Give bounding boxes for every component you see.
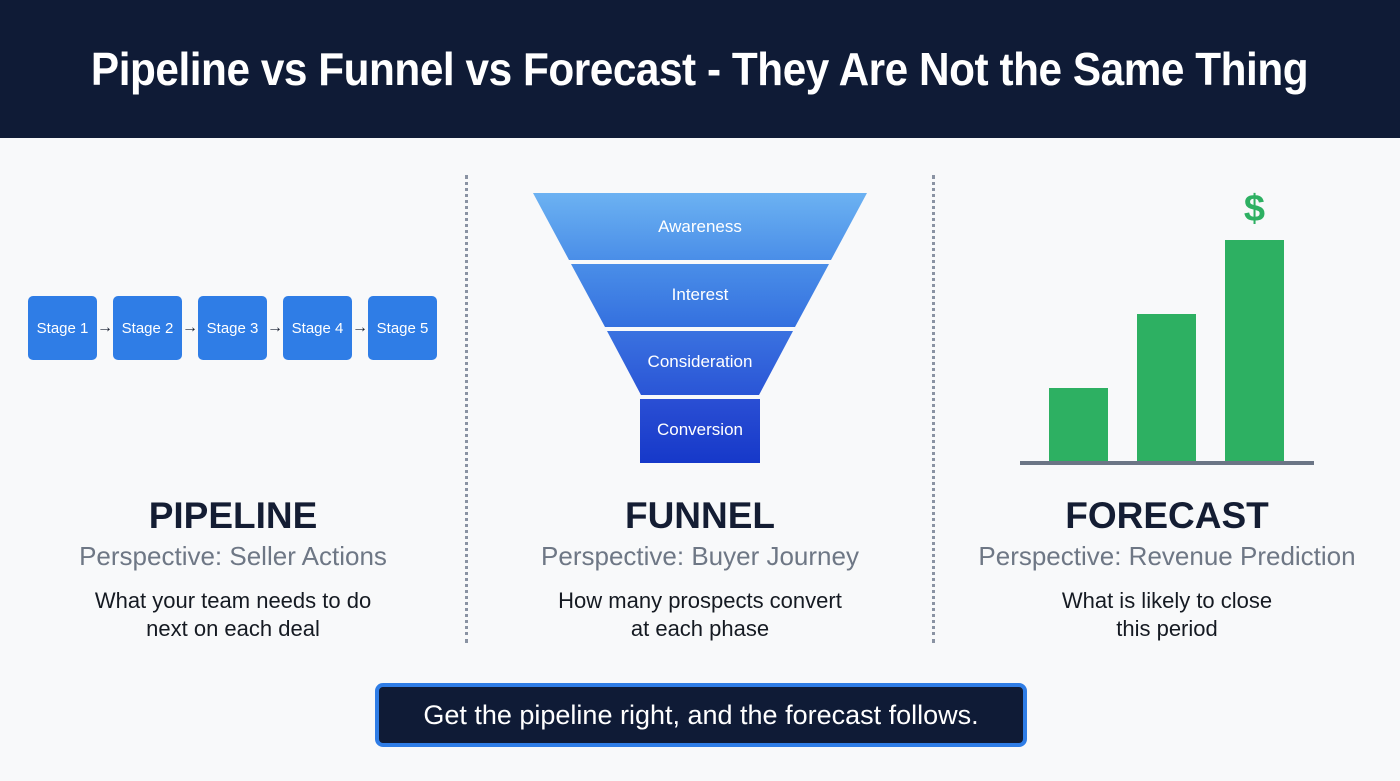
page-title: Pipeline vs Funnel vs Forecast - They Ar… <box>91 43 1309 95</box>
pipeline-column: PIPELINE Perspective: Seller Actions Wha… <box>0 495 466 643</box>
arrow-right-icon: → <box>352 319 368 336</box>
column-divider-left <box>465 175 468 643</box>
pipeline-stage-2: Stage 2 <box>113 296 182 360</box>
funnel-perspective: Perspective: Buyer Journey <box>541 541 859 571</box>
arrow-right-icon: → <box>267 319 283 336</box>
funnel-diagram: Awareness Interest Consideration Convers… <box>533 193 867 463</box>
funnel-shape-icon <box>533 193 867 463</box>
header-banner: Pipeline vs Funnel vs Forecast - They Ar… <box>0 0 1400 138</box>
forecast-bar-2 <box>1137 314 1196 461</box>
funnel-level-awareness: Awareness <box>658 217 742 236</box>
pipeline-stage-5: Stage 5 <box>368 296 437 360</box>
column-divider-right <box>932 175 935 643</box>
forecast-bar-3 <box>1225 240 1284 461</box>
pipeline-stage-4: Stage 4 <box>283 296 352 360</box>
arrow-right-icon: → <box>182 319 198 336</box>
forecast-title: FORECAST <box>1065 495 1269 536</box>
funnel-level-conversion: Conversion <box>657 420 743 439</box>
pipeline-stage-3: Stage 3 <box>198 296 267 360</box>
pipeline-perspective: Perspective: Seller Actions <box>79 541 387 571</box>
funnel-level-interest: Interest <box>671 285 729 304</box>
forecast-perspective: Perspective: Revenue Prediction <box>978 541 1356 571</box>
pipeline-stages: Stage 1 → Stage 2 → Stage 3 → Stage 4 → … <box>28 296 437 360</box>
funnel-title: FUNNEL <box>624 495 776 536</box>
pipeline-stage-1: Stage 1 <box>28 296 97 360</box>
forecast-column: FORECAST Perspective: Revenue Prediction… <box>934 495 1400 643</box>
callout-text: Get the pipeline right, and the forecast… <box>423 699 979 730</box>
forecast-bar-chart <box>1020 190 1314 465</box>
funnel-level-consideration: Consideration <box>647 352 753 371</box>
forecast-bar-1 <box>1049 388 1108 461</box>
funnel-description: How many prospects convert at each phase <box>558 588 842 641</box>
dollar-icon: $ <box>1243 188 1266 230</box>
forecast-description: What is likely to close this period <box>1061 588 1273 641</box>
callout-banner: Get the pipeline right, and the forecast… <box>375 683 1027 747</box>
pipeline-title: PIPELINE <box>148 495 318 536</box>
arrow-right-icon: → <box>97 319 113 336</box>
chart-baseline <box>1020 461 1314 465</box>
pipeline-description: What your team needs to do next on each … <box>94 588 372 641</box>
funnel-column: FUNNEL Perspective: Buyer Journey How ma… <box>467 495 933 643</box>
